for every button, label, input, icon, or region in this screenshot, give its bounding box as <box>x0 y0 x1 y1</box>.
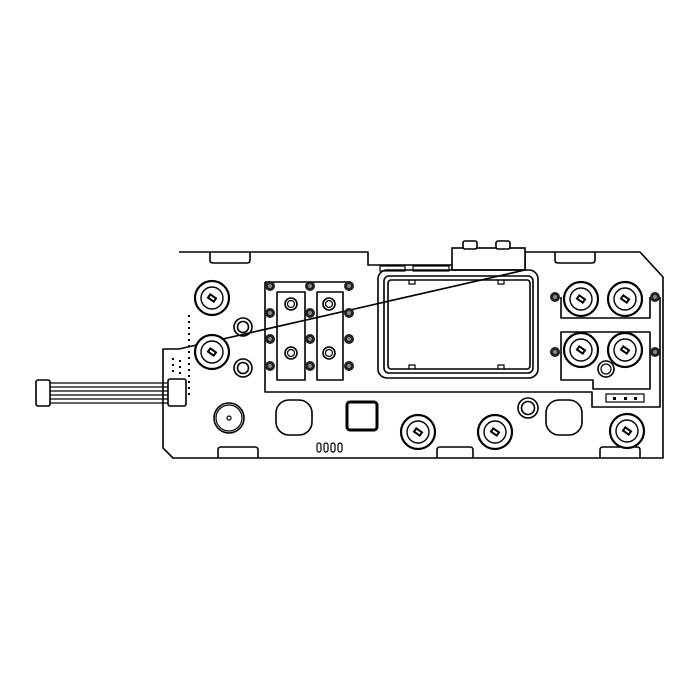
lcd-display <box>377 269 539 379</box>
tact-button <box>562 280 600 318</box>
via <box>265 361 275 371</box>
via <box>550 292 560 302</box>
tact-button <box>193 333 231 371</box>
via <box>344 361 354 371</box>
via <box>650 292 660 302</box>
trace-right-upper <box>560 297 651 319</box>
sensor-pad-right <box>545 399 583 436</box>
via <box>265 308 275 318</box>
tact-button <box>399 413 437 451</box>
via <box>550 347 560 357</box>
tact-button <box>562 331 600 369</box>
via <box>305 334 315 344</box>
ribbon-cable <box>35 378 187 407</box>
via <box>344 281 354 291</box>
sensor-pad-left <box>275 399 313 436</box>
tact-button <box>608 412 646 450</box>
microchip <box>345 400 379 432</box>
pin-pads <box>316 442 343 453</box>
tact-button <box>606 331 644 369</box>
tact-button <box>476 413 514 451</box>
via <box>265 334 275 344</box>
mounting-tabs <box>209 252 641 458</box>
resistor-pads <box>613 397 637 400</box>
via <box>650 347 660 357</box>
via <box>305 361 315 371</box>
top-connector <box>379 240 526 272</box>
led-rings <box>233 297 615 419</box>
via <box>265 281 275 291</box>
buzzer <box>213 402 245 434</box>
dotted-trace <box>172 315 190 395</box>
trace-left-panel <box>276 291 344 381</box>
resistor-array <box>605 393 645 403</box>
via <box>344 334 354 344</box>
tact-buttons <box>193 279 646 451</box>
board-connector <box>167 378 187 407</box>
via <box>344 308 354 318</box>
tact-button <box>606 280 644 318</box>
vias <box>265 281 660 371</box>
via <box>305 281 315 291</box>
trace-right-lower <box>560 331 651 390</box>
via <box>305 308 315 318</box>
tact-button <box>193 279 231 317</box>
cable-connector <box>35 379 51 407</box>
